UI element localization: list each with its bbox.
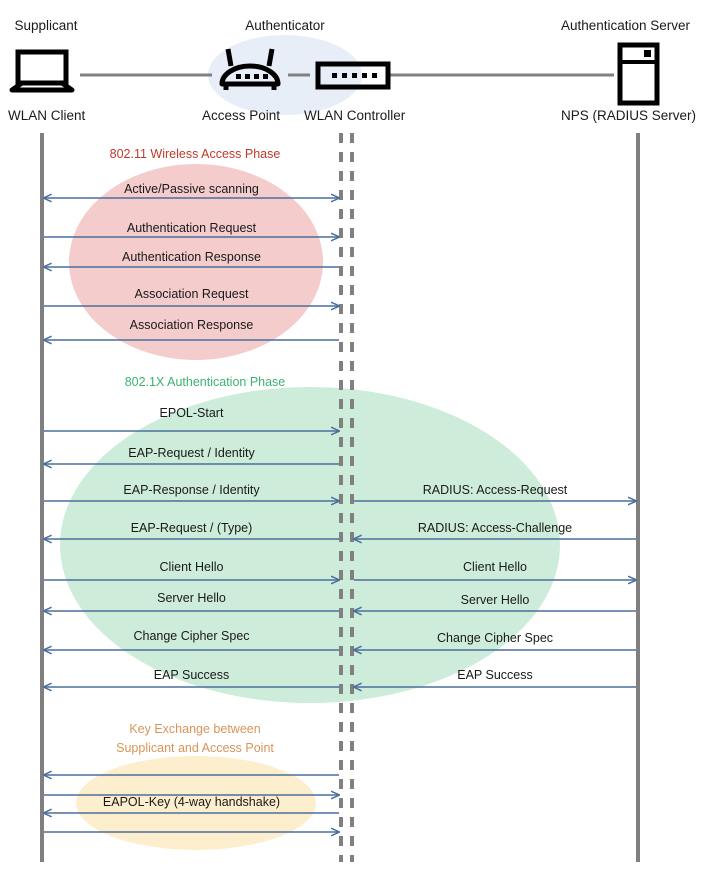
phase-keyexchange-ellipse: [76, 756, 316, 850]
message-label-association-response: Association Response: [129, 318, 254, 332]
message-label-server-hello-right: Server Hello: [460, 593, 530, 607]
phase-80211-ellipse: [69, 164, 323, 360]
phase-8021x-ellipse: [60, 387, 560, 703]
message-label-eap-request-type: EAP-Request / (Type): [130, 521, 253, 535]
message-label-radius-access-challenge: RADIUS: Access-Challenge: [417, 521, 573, 535]
message-label-active-passive-scanning: Active/Passive scanning: [124, 182, 259, 196]
actor-role-authenticator: Authenticator: [245, 18, 325, 33]
message-label-server-hello-left: Server Hello: [157, 591, 226, 605]
actor-device-wlan-controller: WLAN Controller: [304, 108, 406, 123]
message-label-eap-success-left: EAP Success: [153, 668, 230, 682]
actor-role-authentication-server: Authentication Server: [560, 18, 691, 33]
actor-device-access-point: Access Point: [202, 108, 281, 123]
actor-device-wlan-client: WLAN Client: [8, 108, 86, 123]
laptop-icon: [9, 49, 75, 93]
phase-label-key-exchange-line1: Key Exchange between: [129, 722, 261, 736]
actor-device-nps-radius-server: NPS (RADIUS Server): [561, 108, 697, 123]
phase-label-key-exchange-line2: Supplicant and Access Point: [116, 741, 274, 755]
message-label-eap-response-identity: EAP-Response / Identity: [123, 483, 260, 497]
wlan-controller-icon: [315, 61, 391, 90]
actor-role-supplicant: Supplicant: [14, 18, 78, 33]
server-icon: [617, 42, 660, 106]
message-label-radius-access-request: RADIUS: Access-Request: [422, 483, 568, 497]
message-label-authentication-response: Authentication Response: [122, 250, 261, 264]
phase-label-802-11: 802.11 Wireless Access Phase: [109, 147, 281, 161]
message-label-eapol-key-handshake: EAPOL-Key (4-way handshake): [102, 795, 281, 809]
message-label-association-request: Association Request: [134, 287, 249, 301]
message-label-client-hello-left: Client Hello: [159, 560, 224, 574]
phase-label-802-1x: 802.1X Authentication Phase: [124, 375, 286, 389]
message-label-authentication-request: Authentication Request: [126, 221, 257, 235]
message-label-client-hello-right: Client Hello: [463, 560, 527, 574]
message-label-change-cipher-spec-right: Change Cipher Spec: [436, 631, 554, 645]
message-label-eap-success-right: EAP Success: [457, 668, 533, 682]
authenticator-group-ellipse: [208, 35, 362, 115]
message-label-change-cipher-spec-left: Change Cipher Spec: [133, 629, 250, 643]
message-label-eap-request-identity: EAP-Request / Identity: [128, 446, 255, 460]
access-point-icon: [219, 48, 281, 90]
message-label-epol-start: EPOL-Start: [159, 406, 224, 420]
